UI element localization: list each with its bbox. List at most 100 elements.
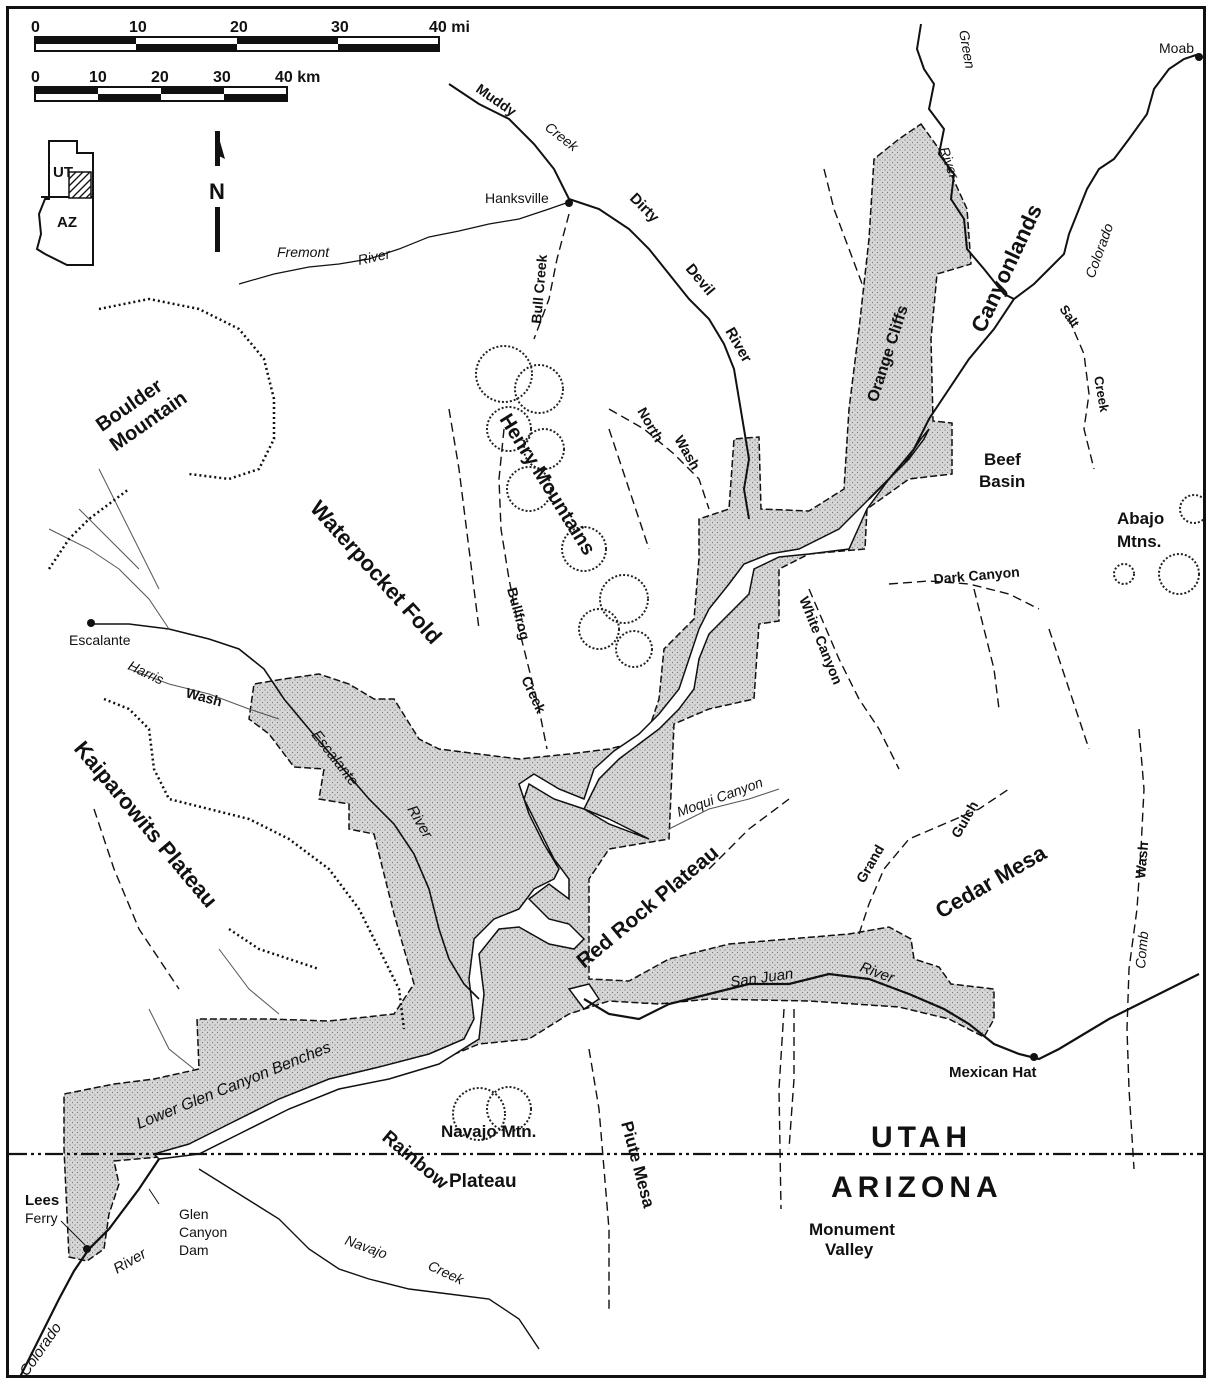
dark-canyon — [888, 580, 1040, 610]
fremont-river-label: River — [356, 245, 393, 268]
north-arrow-label: N — [209, 179, 225, 204]
towns — [83, 53, 1203, 1253]
north-wash-label-2: Wash — [671, 433, 703, 473]
henry-mtn-peak-4 — [523, 428, 565, 470]
glen-canyon-dam-label-3: Dam — [179, 1242, 209, 1258]
escalante-escarpment — [47, 488, 130, 570]
colorado-ne-label: Colorado — [1082, 221, 1117, 280]
grand-label: Grand — [853, 842, 887, 886]
scale-miles-tick-30: 30 — [331, 19, 349, 36]
red-rock-drainage — [708, 798, 790, 870]
bench-drainage-1 — [823, 168, 865, 290]
scale-km-tick-40: 40 km — [275, 69, 320, 86]
glen-canyon-dam-leader — [148, 1188, 160, 1205]
beef-basin-label-1: Beef — [984, 450, 1021, 469]
escalante-river — [89, 623, 480, 1000]
scale-km-tick-20: 20 — [151, 69, 169, 86]
navajo-mtn-label: Navajo Mtn. — [441, 1122, 536, 1141]
colorado-sw-river-label: River — [111, 1245, 151, 1278]
major-rivers — [19, 23, 1200, 1375]
kaiparowits-escarpment-2 — [228, 927, 320, 971]
bullfrog-creek — [498, 428, 548, 750]
grand-gulch — [858, 788, 1010, 935]
inset-ut-label: UT — [53, 164, 73, 181]
mexican-hat-dot — [1030, 1053, 1038, 1061]
utah-label: UTAH — [871, 1121, 972, 1154]
muddy-creek-label: Creek — [542, 119, 582, 155]
navajo-mtn-peak-2 — [486, 1086, 532, 1132]
san-juan-river — [583, 972, 1200, 1061]
abajo-peak-2 — [1158, 553, 1200, 595]
moab-dot — [1195, 53, 1203, 61]
bench-drainage-3 — [608, 428, 650, 550]
scale-bar-miles: 0 10 20 30 40 mi — [31, 19, 470, 52]
kaiparowits-escarpment — [103, 697, 406, 1030]
white-canyon-label: White Canyon — [796, 594, 846, 687]
waterpocket-drainage — [448, 408, 480, 630]
green-river — [915, 23, 1015, 300]
abajo-mtns-label-1: Abajo — [1117, 509, 1164, 528]
colorado-river-upstream — [868, 53, 1200, 500]
kaiparowits-plateau-label: Kaiparowits Plateau — [69, 736, 223, 912]
henry-mtn-peak-7 — [599, 574, 649, 624]
moqui-trib — [668, 788, 780, 830]
boulder-mountain-escarpment — [98, 297, 276, 481]
escalante-town-label: Escalante — [69, 632, 131, 648]
scale-miles-tick-10: 10 — [129, 19, 147, 36]
green-label: Green — [956, 29, 979, 70]
mexican-hat-label: Mexican Hat — [949, 1064, 1037, 1081]
lees-ferry-dot — [83, 1245, 91, 1253]
gulch-label: Gulch — [948, 798, 982, 840]
cedar-mesa-drainage — [1048, 628, 1090, 750]
harris-label: Harris — [126, 657, 167, 687]
henry-mtn-peak-9 — [615, 630, 653, 668]
bullfrog-creek-label: Creek — [518, 674, 549, 716]
salt-label: Salt — [1057, 302, 1083, 331]
kaiparowits-trib-1 — [148, 1008, 195, 1070]
comb-wash-label: Wash — [1132, 841, 1151, 879]
cedar-mesa-label: Cedar Mesa — [931, 840, 1051, 924]
lees-ferry-label-1: Lees — [25, 1192, 59, 1209]
beef-basin-label-2: Basin — [979, 472, 1025, 491]
piute-mesa-label: Piute Mesa — [617, 1119, 658, 1210]
scale-km-tick-30: 30 — [213, 69, 231, 86]
dirty-label: Dirty — [626, 190, 663, 227]
hanksville-label: Hanksville — [485, 190, 549, 206]
dirty-devil-river — [448, 83, 751, 520]
henry-mtn-peak-3 — [486, 406, 532, 452]
arizona-label: ARIZONA — [831, 1171, 1003, 1204]
dirty-devil-river-label: River — [722, 325, 756, 366]
locator-inset: UT AZ — [35, 140, 94, 266]
cliff-hachures — [47, 297, 406, 1030]
glen-canyon-dam-label-1: Glen — [179, 1206, 209, 1222]
escalante-trib-2 — [78, 508, 140, 570]
map-canvas: 0 10 20 30 40 mi 0 10 20 30 40 km UT AZ … — [9, 19, 1203, 1375]
glen-canyon-dam-label-2: Canyon — [179, 1224, 227, 1240]
scale-km-tick-10: 10 — [89, 69, 107, 86]
lake-powell-main — [152, 428, 930, 1160]
scale-bar-km: 0 10 20 30 40 km — [31, 69, 320, 102]
lees-ferry-label-2: Ferry — [25, 1210, 58, 1226]
kaiparowits-trib-2 — [218, 948, 280, 1015]
plateau-label: Plateau — [449, 1171, 517, 1192]
navajo-creek-label: Creek — [426, 1257, 468, 1288]
abajo-peak-3 — [1113, 563, 1135, 585]
fremont-river — [238, 201, 570, 285]
navajo-mtn-peak-1 — [452, 1087, 506, 1141]
abajo-mtns-label-2: Mtns. — [1117, 532, 1161, 551]
kaiparowits-drainage — [93, 808, 180, 990]
comb-wash — [1126, 728, 1145, 1170]
henry-mtn-peak-8 — [578, 608, 620, 650]
escalante-trib-1 — [48, 528, 170, 630]
navajo-creek — [198, 1168, 540, 1350]
monument-valley-label-2: Valley — [825, 1240, 874, 1259]
inset-az-label: AZ — [57, 214, 77, 231]
salt-creek-label: Creek — [1091, 375, 1112, 414]
scale-miles-tick-40: 40 mi — [429, 19, 470, 36]
devil-label: Devil — [682, 261, 718, 299]
henry-mtn-peak-2 — [514, 364, 564, 414]
fremont-label: Fremont — [277, 244, 330, 260]
salt-creek — [1068, 318, 1095, 470]
comb-label: Comb — [1132, 930, 1151, 969]
moab-label: Moab — [1159, 40, 1194, 56]
